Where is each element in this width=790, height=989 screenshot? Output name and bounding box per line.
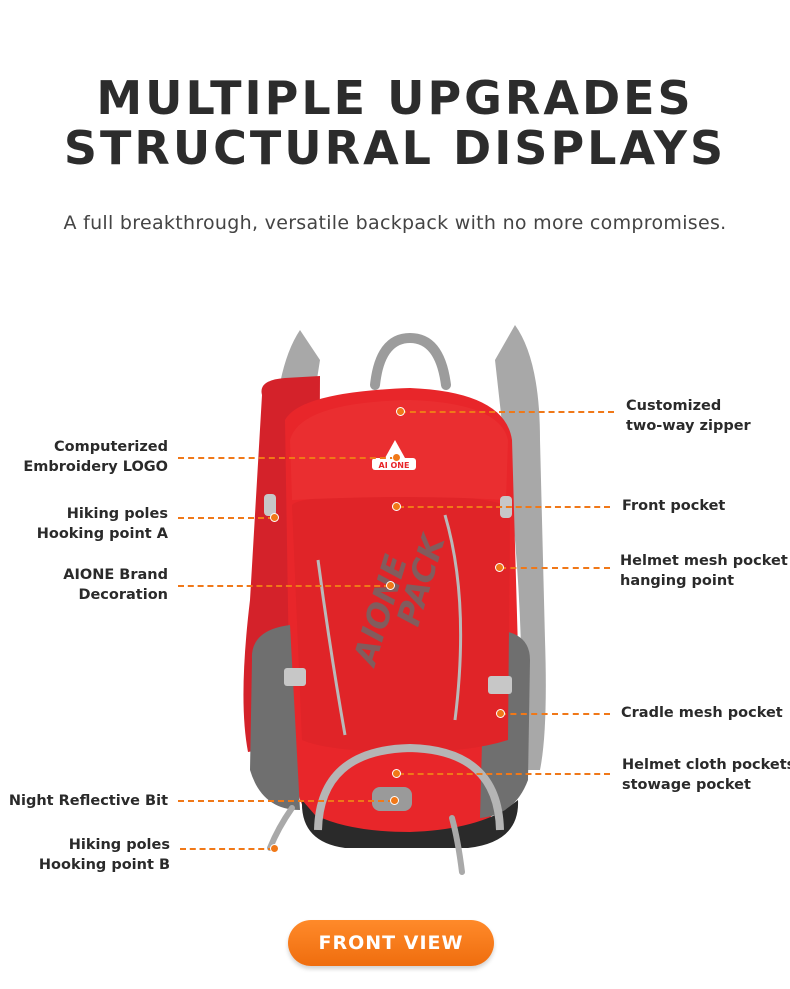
callout-helmet-mesh-hanging-line2: hanging point — [620, 573, 735, 589]
leader-reflective-bit — [178, 800, 394, 802]
callout-front-pocket-line1: Front pocket — [622, 498, 726, 514]
callout-embroidery-logo-line2: Embroidery LOGO — [23, 459, 168, 475]
callout-pole-point-b-line2: Hooking point B — [38, 857, 170, 873]
bottom-base — [301, 800, 519, 848]
pin-pole-point-b — [270, 844, 279, 853]
reflective-stripe-left — [316, 559, 347, 736]
callout-helmet-mesh-hanging-line1: Helmet mesh pocket — [620, 553, 788, 569]
side-buckle-left — [284, 668, 306, 686]
logo-plate — [372, 458, 416, 470]
pole-loop-bottom-left — [267, 805, 295, 851]
leader-pole-point-b — [180, 848, 274, 850]
callout-helmet-cloth-stowage: Helmet cloth pockets stowage pocket — [622, 755, 790, 795]
leader-brand-decoration — [178, 585, 390, 587]
side-buckle-right — [488, 676, 512, 694]
callout-pole-point-b-line1: Hiking poles — [68, 837, 170, 853]
pin-pole-point-a — [270, 513, 279, 522]
carry-handle — [370, 332, 451, 390]
pole-loop-top-left — [264, 494, 276, 516]
leader-two-way-zipper — [400, 411, 614, 413]
pin-front-pocket — [392, 502, 401, 511]
bungee-arc — [314, 743, 504, 831]
callout-embroidery-logo-line1: Computerized — [54, 439, 168, 455]
leader-cradle-mesh — [500, 713, 610, 715]
callout-helmet-mesh-hanging: Helmet mesh pocket hanging point — [620, 551, 788, 591]
callout-pole-point-b: Hiking poles Hooking point B — [39, 835, 170, 875]
pole-loop-bottom-right — [449, 815, 465, 875]
leader-helmet-cloth-stowage — [398, 773, 610, 775]
callout-brand-decoration-line2: Decoration — [78, 587, 168, 603]
callout-cradle-mesh-line1: Cradle mesh pocket — [621, 705, 783, 721]
logo-emblem — [385, 440, 405, 458]
callout-reflective-bit: Night Reflective Bit — [9, 791, 168, 811]
headline-line-2: STRUCTURAL DISPLAYS — [63, 121, 727, 175]
pin-cradle-mesh — [496, 709, 505, 718]
callout-reflective-bit-line1: Night Reflective Bit — [8, 793, 168, 809]
logo-text: AI ONE — [379, 461, 410, 470]
reflective-stripe-right — [443, 514, 463, 721]
headline-line-1: MULTIPLE UPGRADES — [96, 71, 694, 125]
callout-two-way-zipper-line2: two-way zipper — [626, 418, 751, 434]
callout-front-pocket: Front pocket — [622, 496, 725, 516]
pin-brand-decoration — [386, 581, 395, 590]
callout-pole-point-a: Hiking poles Hooking point A — [37, 504, 168, 544]
callout-embroidery-logo: Computerized Embroidery LOGO — [23, 437, 168, 477]
callout-pole-point-a-line2: Hooking point A — [36, 526, 168, 542]
callout-brand-decoration-line1: AIONE Brand — [63, 567, 168, 583]
callout-pole-point-a-line1: Hiking poles — [66, 506, 168, 522]
callout-cradle-mesh: Cradle mesh pocket — [621, 703, 783, 723]
pin-embroidery-logo — [392, 453, 401, 462]
front-view-button[interactable]: FRONT VIEW — [288, 920, 494, 966]
leader-front-pocket — [398, 506, 610, 508]
leader-embroidery-logo — [178, 457, 396, 459]
callout-helmet-cloth-stowage-line2: stowage pocket — [622, 777, 751, 793]
pin-helmet-mesh-hanging — [495, 563, 504, 572]
pin-helmet-cloth-stowage — [392, 769, 401, 778]
callout-helmet-cloth-stowage-line1: Helmet cloth pockets — [622, 757, 790, 773]
leader-pole-point-a — [178, 517, 274, 519]
leader-helmet-mesh-hanging — [500, 567, 610, 569]
pin-two-way-zipper — [396, 407, 405, 416]
callout-brand-decoration: AIONE Brand Decoration — [63, 565, 168, 605]
callout-two-way-zipper: Customized two-way zipper — [626, 396, 751, 436]
pin-reflective-bit — [390, 796, 399, 805]
subtitle: A full breakthrough, versatile backpack … — [63, 212, 727, 234]
callout-two-way-zipper-line1: Customized — [626, 398, 722, 414]
